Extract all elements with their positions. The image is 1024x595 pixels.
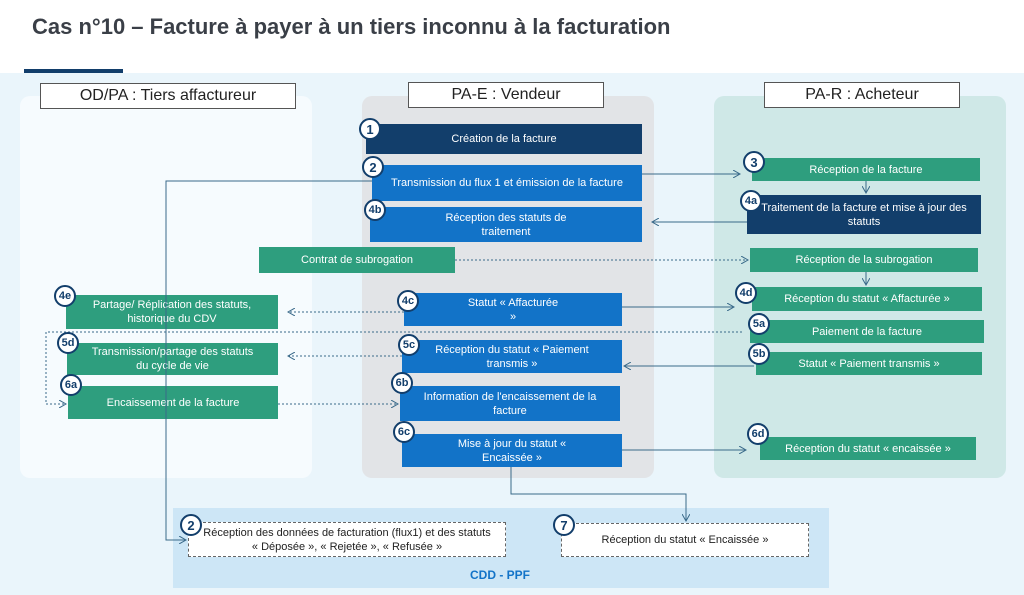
badge-1: 1 [359,118,381,140]
column-header-middle: PA-E : Vendeur [408,82,604,108]
step-1-box: Création de la facture [366,124,642,154]
step-5a-box: Paiement de la facture [750,320,984,343]
badge-4a: 4a [740,190,762,212]
step-3-box: Réception de la facture [752,158,980,181]
subrogation-reception-box: Réception de la subrogation [750,248,978,272]
badge-2: 2 [362,156,384,178]
step-6d-box: Réception du statut « encaissée » [760,437,976,460]
badge-6b: 6b [391,372,413,394]
contrat-subrogation-box: Contrat de subrogation [259,247,455,273]
ppf-step-7-box: Réception du statut « Encaissée » [561,523,809,557]
step-5c-box: Réception du statut « Paiement transmis … [402,340,622,373]
badge-3: 3 [743,151,765,173]
badge-ppf-2: 2 [180,514,202,536]
step-6a-box: Encaissement de la facture [68,386,278,419]
badge-4c: 4c [397,290,419,312]
column-header-right: PA-R : Acheteur [764,82,960,108]
badge-5d: 5d [57,332,79,354]
badge-4e: 4e [54,285,76,307]
badge-6a: 6a [60,374,82,396]
badge-5a: 5a [748,313,770,335]
badge-5b: 5b [748,343,770,365]
step-4a-box: Traitement de la facture et mise à jour … [747,195,981,234]
badge-6c: 6c [393,421,415,443]
step-6b-box: Information de l'encaissement de la fact… [400,386,620,421]
ppf-step-2-box: Réception des données de facturation (fl… [188,522,506,557]
cdd-ppf-label: CDD - PPF [470,568,530,582]
badge-4b: 4b [364,199,386,221]
badge-ppf-7: 7 [553,514,575,536]
badge-5c: 5c [398,334,420,356]
badge-4d: 4d [735,282,757,304]
step-2-box: Transmission du flux 1 et émission de la… [372,165,642,201]
page-title: Cas n°10 – Facture à payer à un tiers in… [32,14,671,39]
step-4e-box: Partage/ Réplication des statuts, histor… [66,295,278,329]
step-4b-box: Réception des statuts de traitement [370,207,642,242]
column-header-left: OD/PA : Tiers affactureur [40,83,296,109]
step-5b-box: Statut « Paiement transmis » [756,352,982,375]
title-underline [24,69,123,73]
step-4c-box: Statut « Affacturée » [404,293,622,326]
badge-6d: 6d [747,423,769,445]
step-4d-box: Réception du statut « Affacturée » [752,287,982,311]
step-5d-box: Transmission/partage des statuts du cycl… [67,343,278,375]
step-6c-box: Mise à jour du statut « Encaissée » [402,434,622,467]
